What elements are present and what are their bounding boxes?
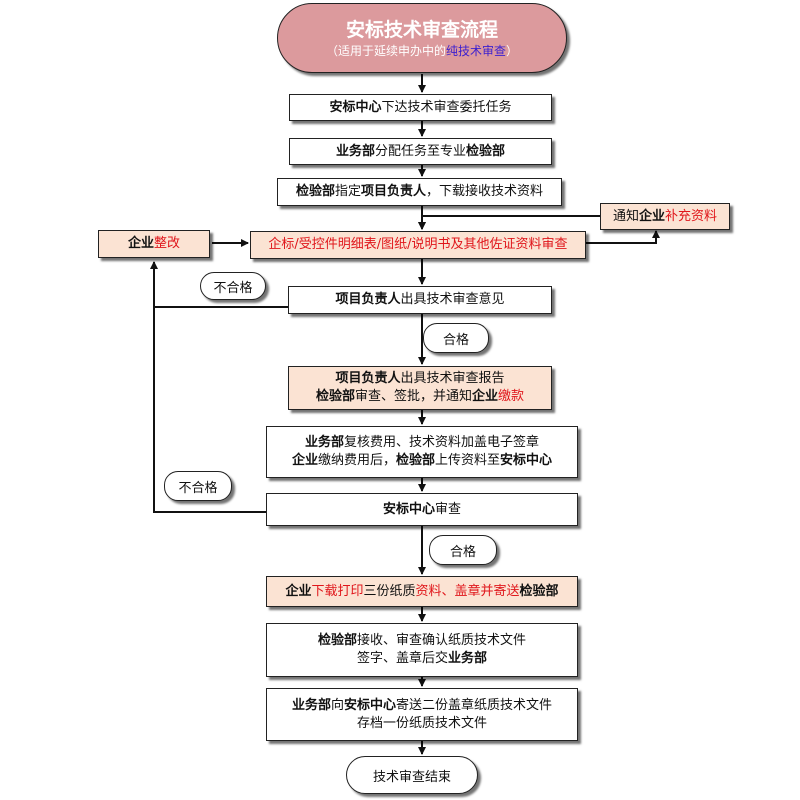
flow-end: 技术审查结束 (346, 756, 478, 794)
step-enterprise-rectify: 企业整改 (98, 230, 210, 258)
step-mail-to-center-archive: 业务部向安标中心寄送二份盖章纸质技术文件 存档一份纸质技术文件 (266, 688, 578, 741)
step-assign-leader: 检验部指定项目负责人，下载接收技术资料 (277, 178, 562, 206)
step-print-and-mail: 企业下载打印三份纸质资料、盖章并寄送检验部 (266, 576, 578, 607)
arrow-s4-notify (586, 230, 660, 244)
title-main: 安标技术审查流程 (345, 19, 498, 41)
label-pass-2: 合格 (429, 535, 497, 565)
arrow-s8-fail (150, 261, 266, 513)
step-receive-paper-docs: 检验部接收、审查确认纸质技术文件 签字、盖章后交业务部 (266, 623, 578, 677)
step-fee-review-upload: 业务部复核费用、技术资料加盖电子签章 企业缴纳费用后，检验部上传资料至安标中心 (266, 426, 578, 478)
step-assign-task: 业务部分配任务至专业检验部 (289, 138, 552, 165)
flow-title: 安标技术审查流程 （适用于延续申办中的纯技术审查） (277, 3, 567, 73)
step-document-review: 企标/受控件明细表/图纸/说明书及其他佐证资料审查 (250, 231, 586, 259)
step-issue-task: 安标中心下达技术审查委托任务 (289, 94, 552, 121)
label-pass-1: 合格 (423, 323, 489, 353)
label-fail-1: 不合格 (200, 272, 266, 300)
step-notify-supplement: 通知企业补充资料 (600, 203, 730, 230)
step-review-report: 项目负责人出具技术审查报告 检验部审查、签批，并通知企业缴款 (288, 366, 552, 410)
label-fail-2: 不合格 (164, 471, 232, 501)
step-center-review: 安标中心审查 (266, 493, 578, 526)
step-review-opinion: 项目负责人出具技术审查意见 (288, 286, 552, 314)
title-subtitle: （适用于延续申办中的纯技术审查） (325, 44, 519, 58)
